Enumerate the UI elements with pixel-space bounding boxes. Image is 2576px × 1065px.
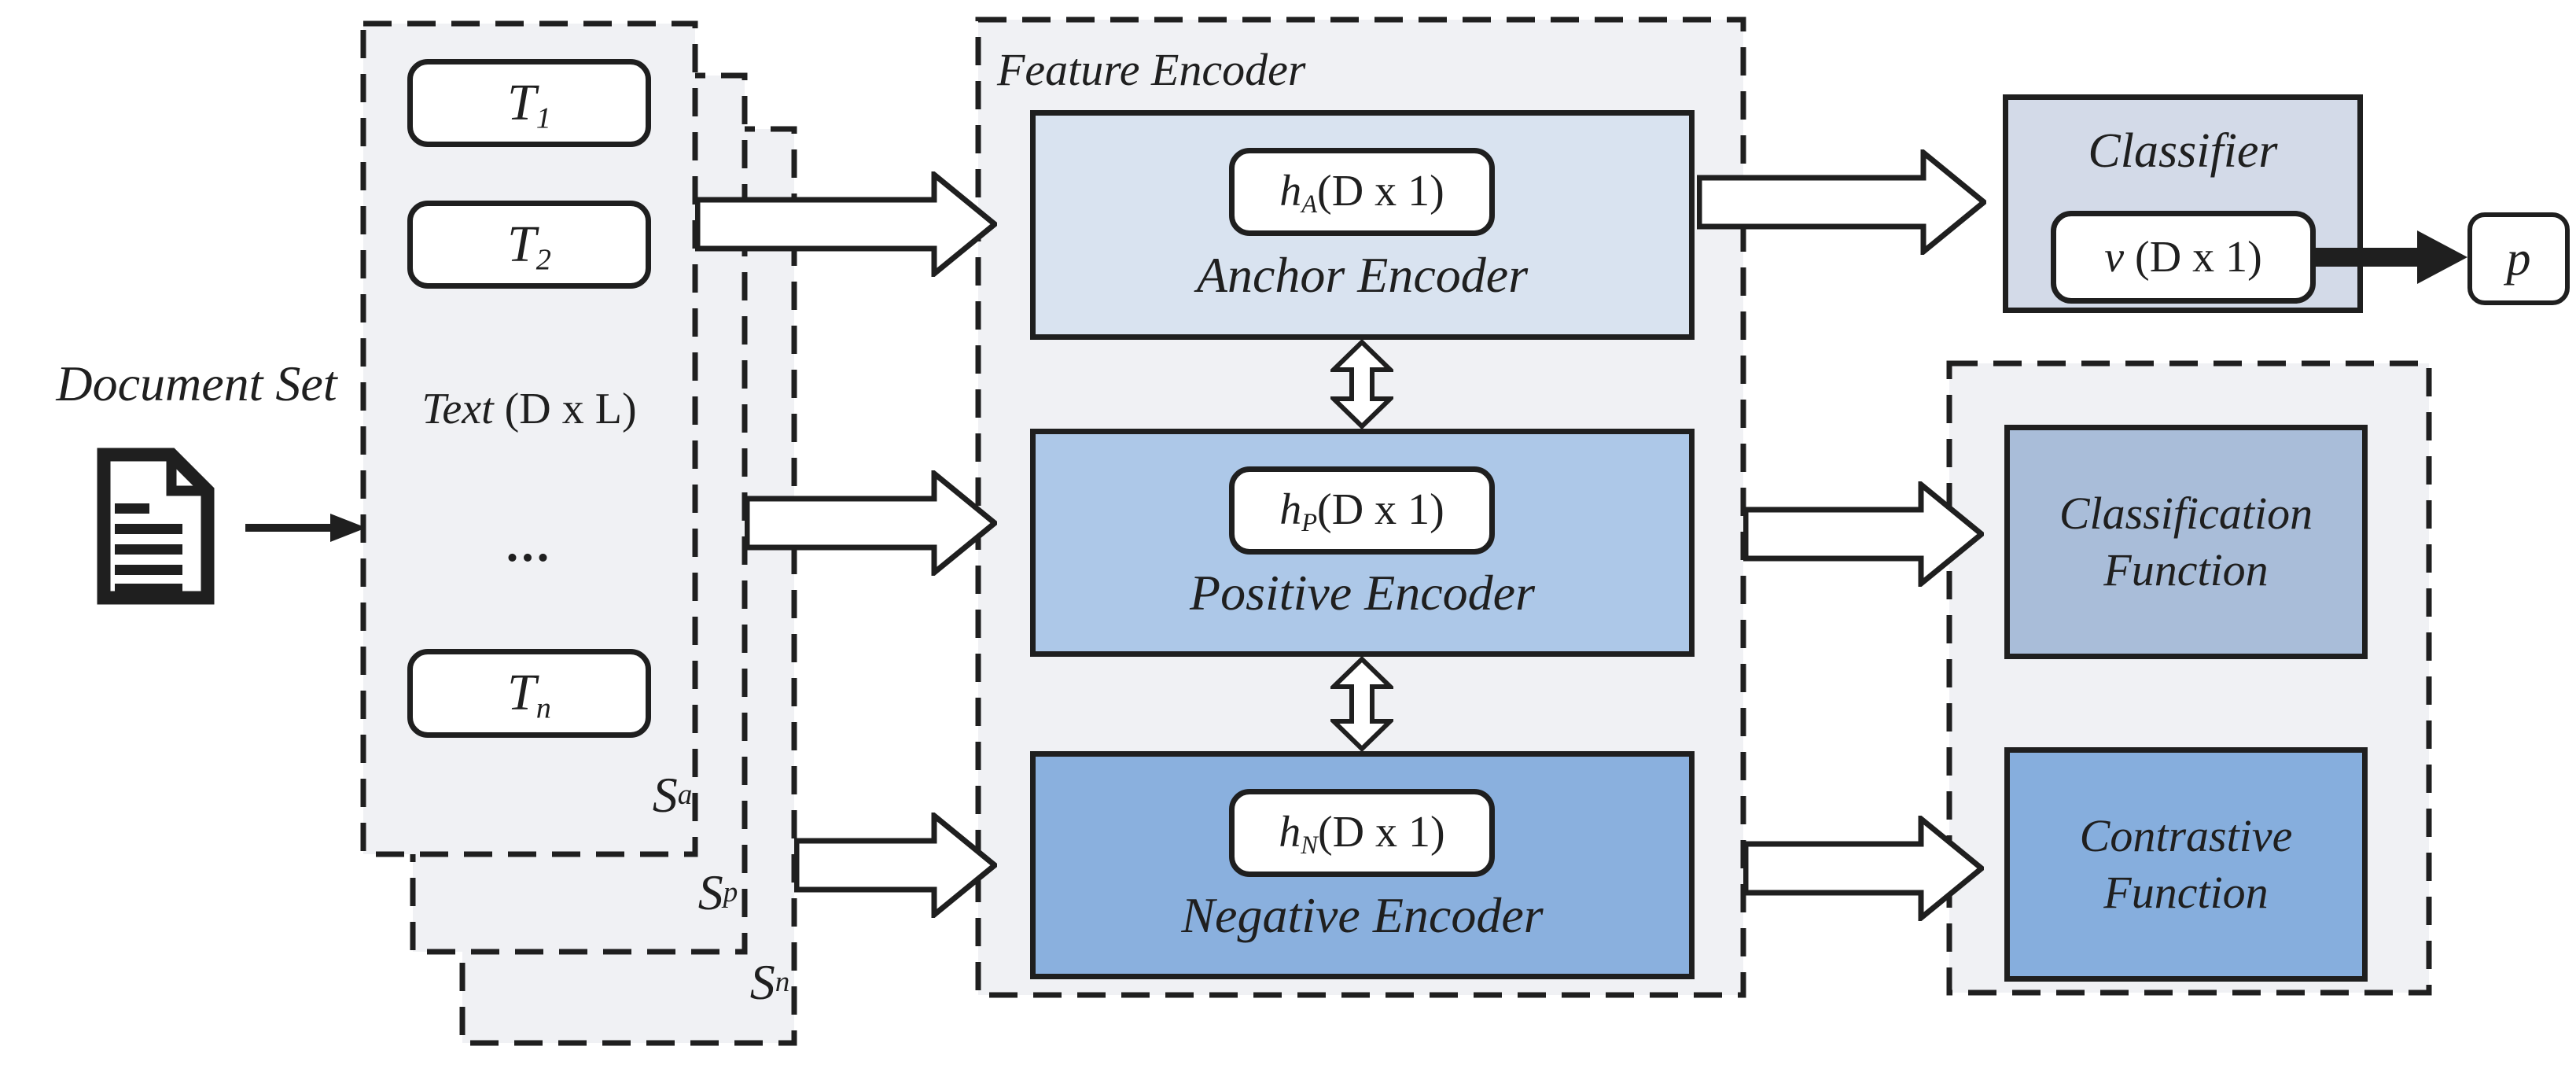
- output-arrow: [2312, 230, 2467, 284]
- arrow-anchor-to-classifier: [1697, 149, 1986, 255]
- classification-function-box: Classification Function: [2004, 425, 2368, 659]
- h-vector-positive: hP(D x 1): [1229, 466, 1495, 555]
- p-output-box: p: [2467, 212, 2570, 305]
- arrow-positive-input: [745, 470, 997, 576]
- h-vector-negative: hN(D x 1): [1229, 789, 1495, 877]
- arrow-positive-to-classification: [1743, 481, 1984, 587]
- exchange-arrow-positive-negative: [1330, 657, 1393, 751]
- contrastive-function-label: Contrastive Function: [2079, 809, 2293, 919]
- encoder-label-anchor: Anchor Encoder: [1196, 247, 1529, 303]
- arrow-anchor-input: [695, 171, 997, 277]
- contrastive-function-box: Contrastive Function: [2004, 747, 2368, 982]
- document-text-lines: [115, 503, 182, 594]
- arrow-negative-input: [794, 813, 997, 918]
- text-tile-t2: T2: [407, 201, 651, 289]
- input-arrow: [245, 514, 366, 542]
- v-vector-label: v(D x 1): [2104, 233, 2262, 282]
- h-vector-anchor: hA(D x 1): [1229, 148, 1495, 236]
- h-vector-negative-label: hN(D x 1): [1279, 808, 1445, 860]
- classifier-label: Classifier: [2088, 123, 2278, 178]
- arrow-negative-to-contrastive: [1743, 816, 1984, 921]
- feature-encoder-label: Feature Encoder: [997, 44, 1306, 95]
- text-tile-tn-label: Tn: [507, 664, 551, 725]
- document-fold: [166, 455, 208, 496]
- v-vector-box: v(D x 1): [2051, 211, 2316, 304]
- classification-function-label: Classification Function: [2059, 487, 2313, 596]
- encoder-label-positive: Positive Encoder: [1190, 565, 1535, 621]
- text-tile-tn: Tn: [407, 649, 651, 738]
- text-tile-t1-label: T1: [507, 73, 551, 135]
- ellipsis: ...: [506, 518, 553, 572]
- exchange-arrow-anchor-positive: [1330, 340, 1393, 429]
- p-output-label: p: [2506, 231, 2531, 286]
- text-dim-label: Text(D x L): [421, 385, 637, 433]
- h-vector-positive-label: hP(D x 1): [1279, 485, 1444, 538]
- h-vector-anchor-label: hA(D x 1): [1279, 167, 1444, 219]
- text-tile-t2-label: T2: [507, 215, 551, 277]
- document-icon: [97, 448, 215, 605]
- document-set-label: Document Set: [56, 356, 337, 411]
- text-tile-t1: T1: [407, 59, 651, 147]
- encoder-label-negative: Negative Encoder: [1181, 887, 1544, 943]
